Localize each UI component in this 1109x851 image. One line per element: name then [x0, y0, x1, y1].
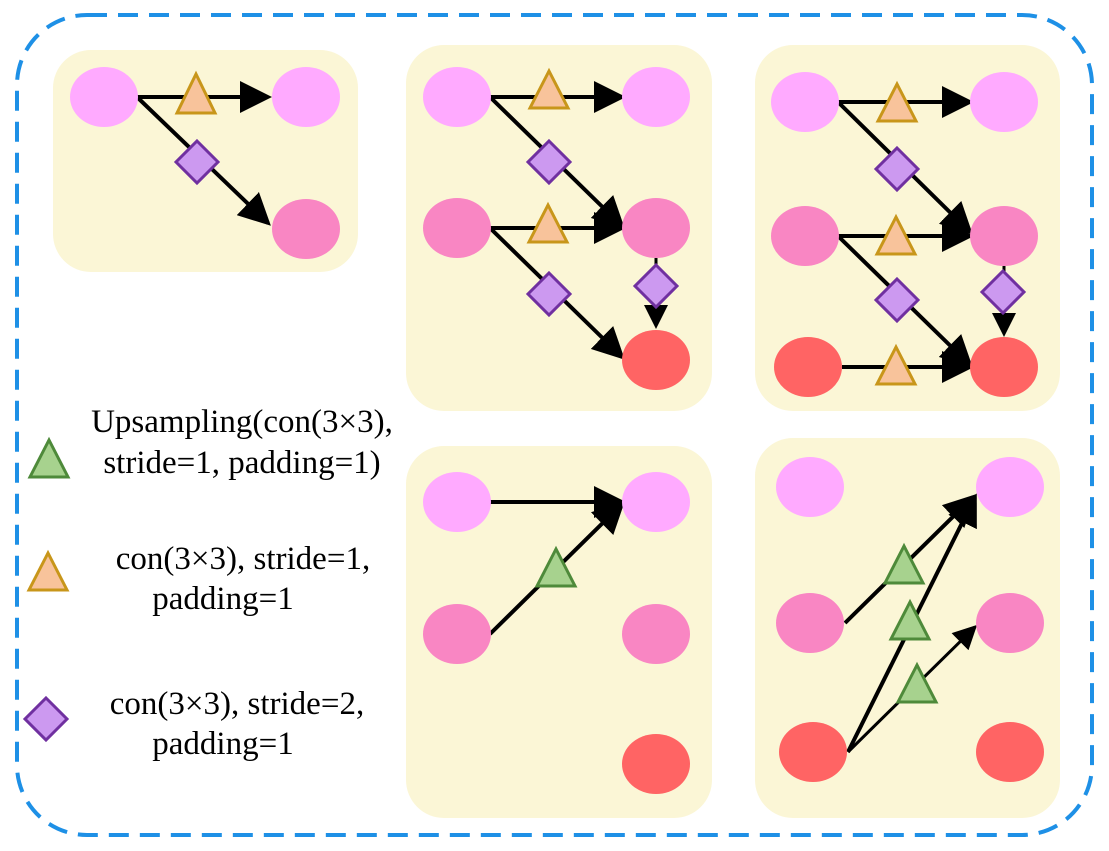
conv-stride1-triangle-icon: [874, 343, 918, 386]
legend-conv-stride1: con(3×3), stride=1, padding=1: [26, 541, 370, 617]
conv-stride2-diamond-icon: [979, 268, 1027, 316]
orange-triangle-icon: [26, 549, 70, 592]
upsampling-triangle-icon: [534, 545, 578, 588]
conv-stride2-diamond-icon: [525, 270, 573, 318]
conv-stride1-triangle-icon: [526, 201, 570, 244]
legend: Upsampling(con(3×3), stride=1, padding=1…: [22, 404, 393, 762]
node-level2: [622, 604, 690, 664]
legend-conv-stride2-line2: padding=1: [152, 726, 293, 762]
legend-conv-stride1-line1: con(3×3), stride=1,: [116, 541, 370, 577]
node-level1: [423, 472, 491, 532]
conv-stride2-diamond-icon: [873, 276, 921, 324]
conv-stride1-triangle-icon: [174, 70, 218, 115]
node-level2: [970, 206, 1038, 266]
conv-stride2-diamond-icon: [173, 138, 221, 186]
node-level2: [771, 206, 839, 266]
node-level2: [423, 198, 491, 258]
panel-3: [755, 45, 1060, 411]
node-level1: [70, 67, 138, 127]
node-level2: [272, 199, 340, 259]
node-level3: [779, 722, 847, 782]
green-triangle-icon: [27, 436, 71, 479]
upsampling-triangle-icon: [888, 598, 932, 641]
node-level3: [970, 337, 1038, 397]
panel-5: [755, 438, 1060, 818]
node-level1: [622, 472, 690, 532]
node-level3: [622, 330, 690, 390]
node-level3: [774, 337, 842, 397]
purple-diamond-icon: [22, 695, 70, 743]
node-level1: [776, 457, 844, 517]
legend-conv-stride2-line1: con(3×3), stride=2,: [110, 686, 364, 722]
panel-4-background: [406, 446, 712, 818]
node-level2: [423, 604, 491, 664]
legend-conv-stride2: con(3×3), stride=2, padding=1: [22, 686, 364, 762]
node-level2: [976, 593, 1044, 653]
upsampling-triangle-icon: [895, 661, 939, 704]
conv-stride1-triangle-icon: [875, 80, 919, 123]
panel-1: [53, 50, 358, 272]
legend-conv-stride1-line2: padding=1: [152, 581, 293, 617]
node-level1: [771, 72, 839, 132]
node-level1: [970, 72, 1038, 132]
panel-2: [406, 45, 712, 411]
conv-stride2-diamond-icon: [525, 138, 573, 186]
node-level2: [622, 198, 690, 258]
legend-upsampling: Upsampling(con(3×3), stride=1, padding=1…: [27, 404, 393, 481]
legend-upsampling-line1: Upsampling(con(3×3),: [91, 404, 393, 440]
legend-upsampling-line2: stride=1, padding=1): [103, 445, 380, 481]
dashed-border: [15, 13, 1094, 837]
node-level3: [622, 734, 690, 794]
node-level1: [423, 67, 491, 127]
node-level3: [976, 722, 1044, 782]
node-level1: [976, 457, 1044, 517]
panel-4: [406, 446, 712, 818]
upsampling-triangle-icon: [882, 542, 926, 585]
node-level2: [776, 593, 844, 653]
node-level1: [622, 67, 690, 127]
conv-stride1-triangle-icon: [874, 213, 918, 256]
conv-stride1-triangle-icon: [527, 67, 571, 110]
node-level1: [272, 67, 340, 127]
panel-3-background: [755, 45, 1060, 411]
conv-stride2-diamond-icon: [873, 145, 921, 193]
conv-stride2-diamond-icon: [632, 262, 680, 310]
